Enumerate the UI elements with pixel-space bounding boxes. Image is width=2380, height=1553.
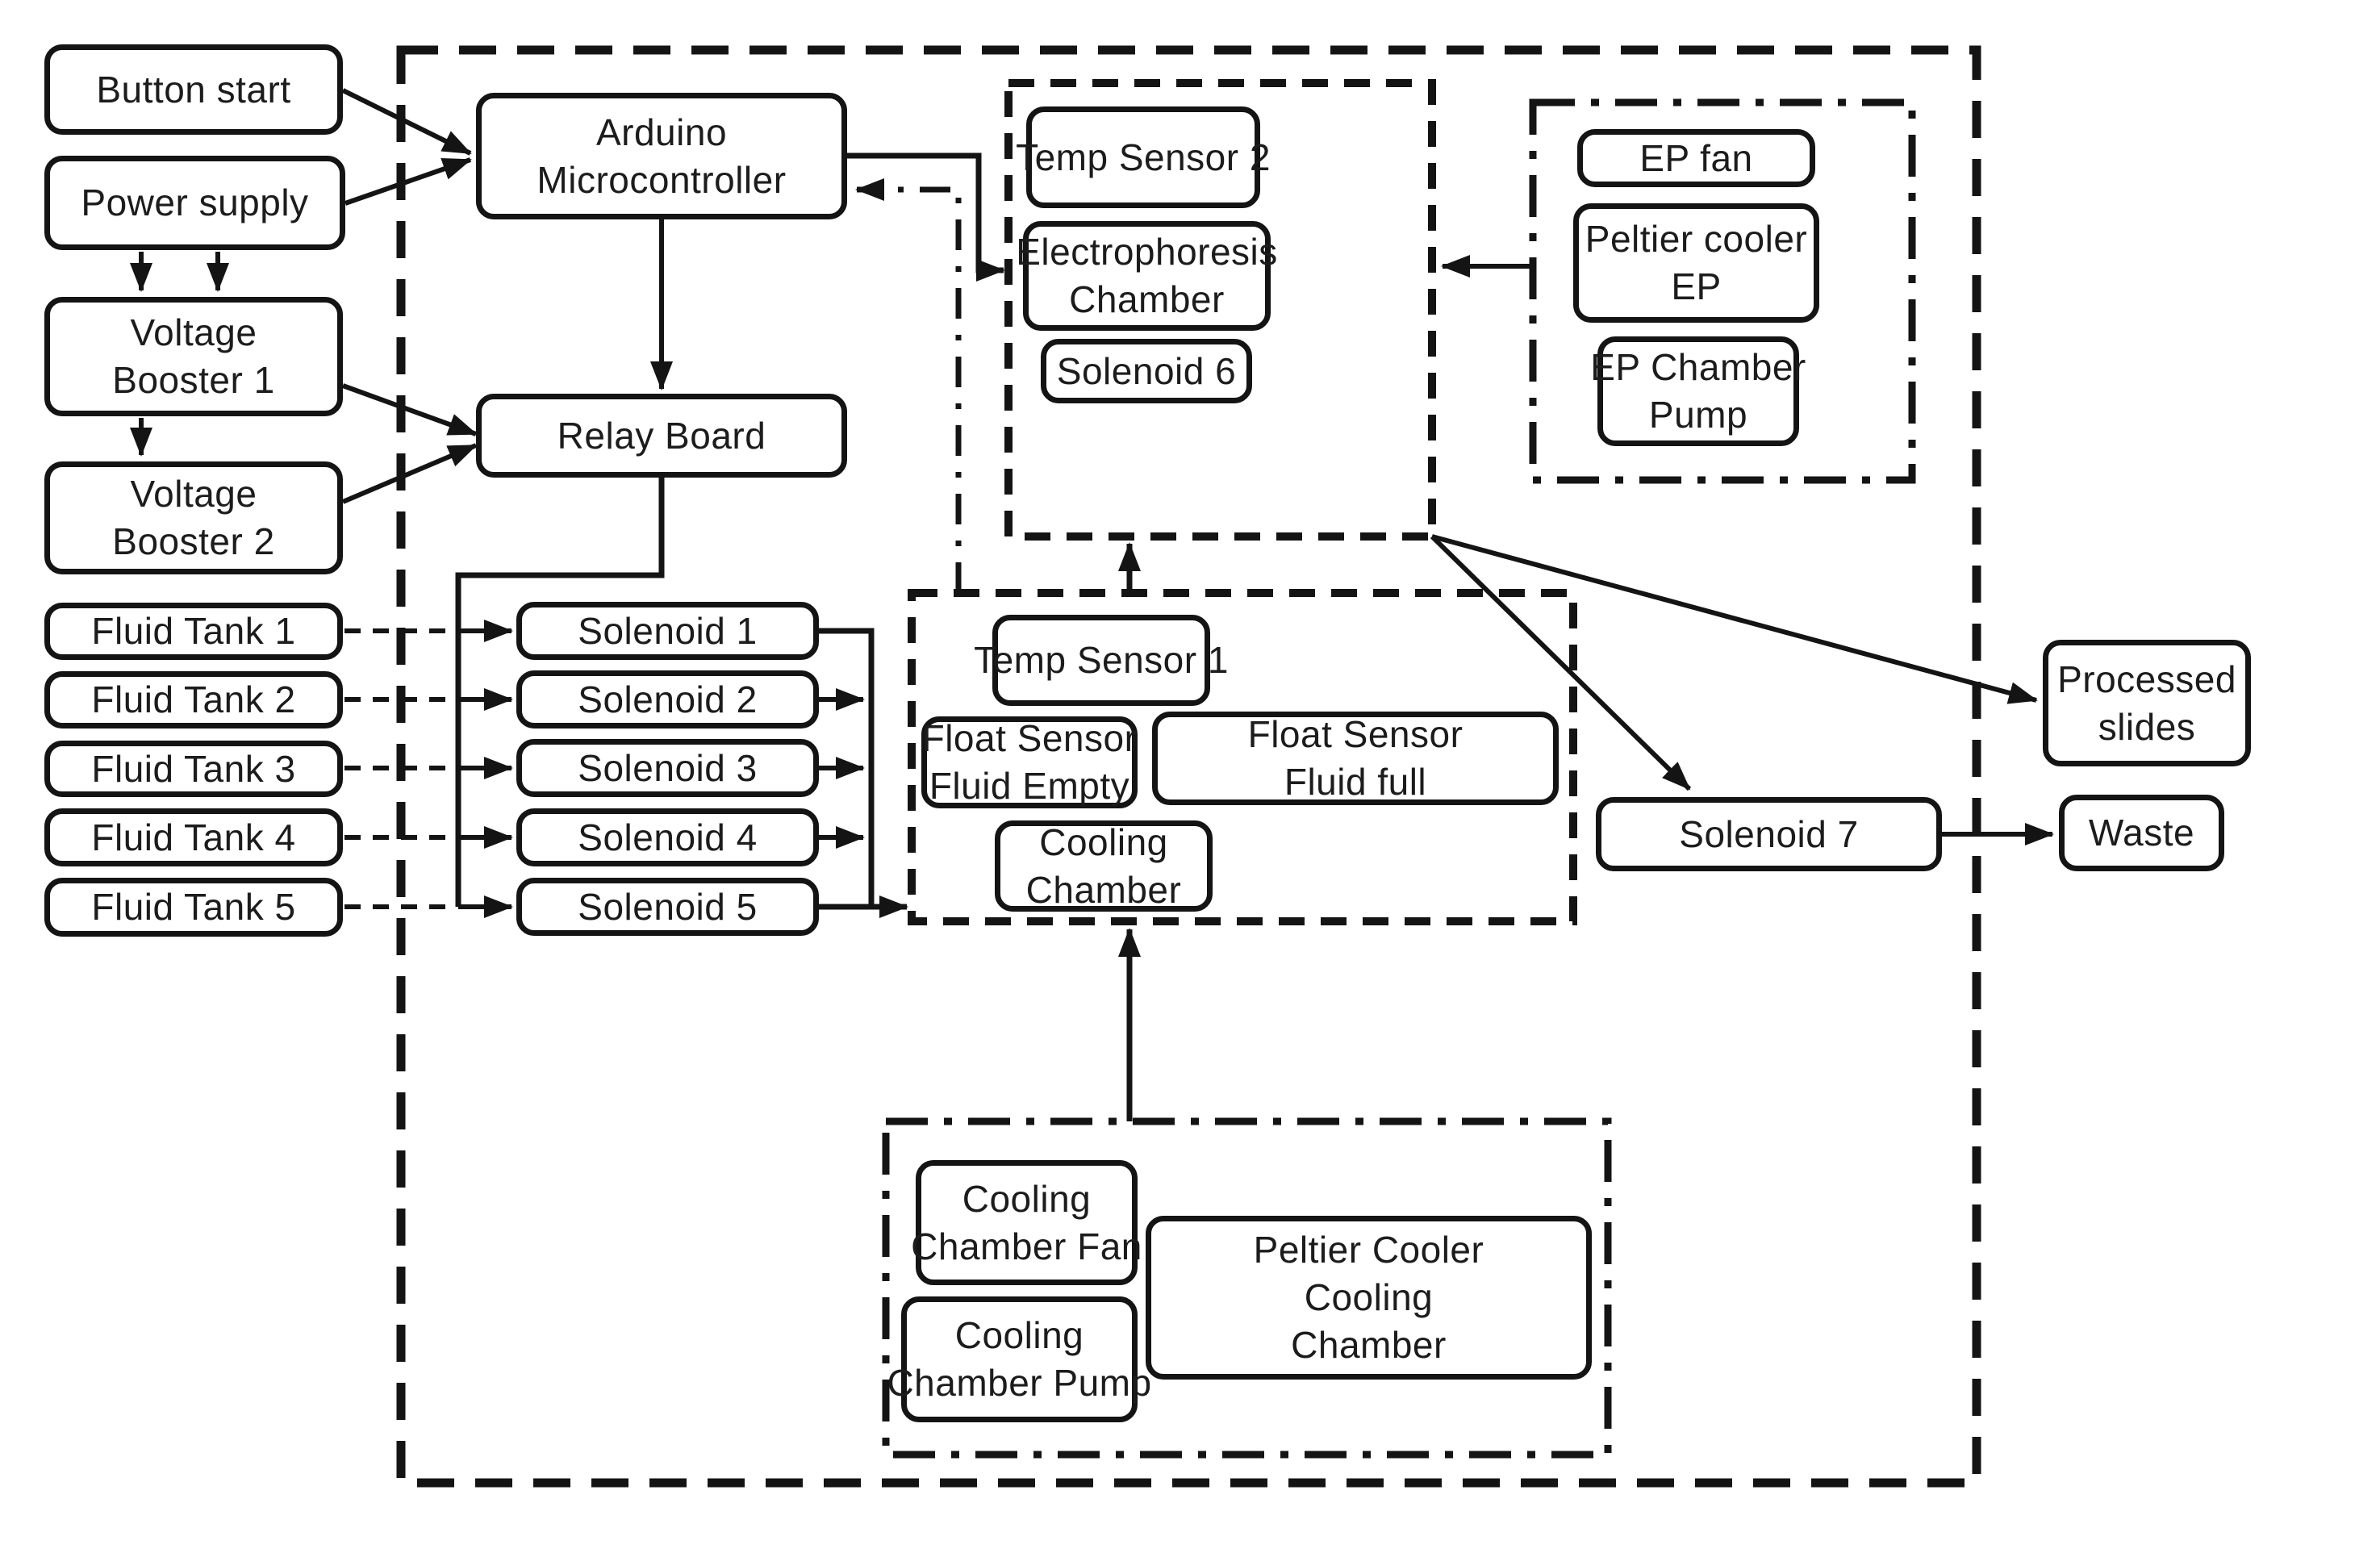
node-label: Electrophoresis — [1016, 231, 1278, 273]
node-label: Solenoid 5 — [578, 885, 758, 928]
node-fluid-tank-2: Fluid Tank 2 — [44, 671, 343, 728]
node-temp-sensor-1: Temp Sensor 1 — [974, 615, 1228, 706]
node-label: Voltage — [130, 473, 257, 516]
node-label: Arduino — [595, 111, 728, 153]
edge-vb2-to-relay — [341, 443, 478, 504]
container-ep-cooling-hardware-group — [1529, 98, 1916, 484]
node-button-start: Button start — [44, 44, 343, 135]
node-label: Solenoid 3 — [578, 746, 758, 789]
node-label: Fluid Tank 5 — [91, 886, 296, 929]
node-label: Float Sensor — [921, 717, 1138, 760]
node-temp-sensor-2: Temp Sensor 2 — [1016, 106, 1270, 208]
node-label: Waste — [2088, 812, 2195, 854]
node-fluid-tank-1: Fluid Tank 1 — [44, 603, 343, 660]
node-label: Processed — [2057, 658, 2236, 700]
node-label: Button start — [96, 68, 291, 111]
edge-relay-solenoid-bus — [455, 478, 665, 907]
node-label: Power supply — [81, 182, 309, 224]
node-label: Fluid Tank 1 — [91, 610, 296, 653]
node-label: Temp Sensor 1 — [974, 639, 1229, 682]
node-ep-fan: EP fan — [1577, 129, 1815, 187]
edge-arduino-to-ep-chamber — [847, 152, 1005, 282]
node-solenoid-4: Solenoid 4 — [516, 808, 819, 866]
container-chamber-cooling-hardware-group — [882, 1117, 1612, 1459]
container-electrophoresis-group — [1004, 79, 1436, 541]
node-label: Cooling — [1304, 1276, 1434, 1319]
edge-power-supply-to-arduino — [344, 157, 472, 206]
node-label: Fluid Tank 4 — [91, 816, 296, 858]
node-solenoid-7: Solenoid 7 — [1596, 797, 1942, 871]
node-label: Cooling — [1039, 820, 1168, 863]
node-label: Booster 2 — [112, 520, 275, 562]
edge-ep-group-to-solenoid-7 — [1430, 534, 1692, 791]
edge-ep-group-to-processed-slides — [1431, 534, 2038, 704]
edge-solenoid-1-output — [819, 628, 875, 907]
node-label: Chamber — [1069, 278, 1225, 320]
node-solenoid-3: Solenoid 3 — [516, 739, 819, 797]
node-power-supply: Power supply — [44, 156, 345, 250]
node-fluid-tank-3: Fluid Tank 3 — [44, 741, 343, 797]
node-label: Temp Sensor 2 — [1016, 136, 1271, 178]
node-label: Relay Board — [557, 414, 766, 457]
node-solenoid-2: Solenoid 2 — [516, 670, 819, 728]
node-label: Chamber Pump — [887, 1362, 1152, 1404]
node-label: Pump — [1648, 394, 1748, 436]
node-label: Chamber — [1025, 868, 1182, 911]
node-label: EP fan — [1639, 136, 1753, 179]
node-label: Solenoid 7 — [1679, 812, 1859, 855]
node-waste: Waste — [2059, 795, 2224, 871]
node-label: EP — [1671, 265, 1722, 307]
node-label: Fluid Tank 2 — [91, 678, 296, 721]
node-label: Cooling — [954, 1314, 1084, 1357]
node-solenoid-1: Solenoid 1 — [516, 602, 819, 660]
node-label: slides — [2098, 705, 2196, 748]
node-fluid-tank-4: Fluid Tank 4 — [44, 808, 343, 866]
node-label: EP Chamber — [1590, 346, 1806, 389]
edge-button-start-to-arduino — [341, 88, 472, 156]
node-solenoid-6: Solenoid 6 — [1041, 339, 1252, 403]
edge-sensors-feedback-to-arduino — [855, 178, 962, 593]
node-label: Float Sensor — [1247, 713, 1463, 756]
node-label: Chamber Fan — [911, 1225, 1142, 1267]
node-fluid-tank-5: Fluid Tank 5 — [44, 878, 343, 937]
node-label: Voltage — [130, 311, 257, 354]
node-label: Cooling — [962, 1177, 1092, 1220]
node-label: Solenoid 2 — [578, 678, 758, 720]
node-label: Solenoid 6 — [1056, 349, 1237, 392]
node-processed-slides: Processed slides — [2043, 640, 2251, 766]
node-label: Solenoid 1 — [578, 609, 758, 652]
node-solenoid-5: Solenoid 5 — [516, 878, 819, 936]
node-relay-board: Relay Board — [476, 394, 847, 478]
node-label: Solenoid 4 — [578, 816, 758, 858]
node-label: Fluid Empty — [929, 765, 1130, 807]
edge-vb1-to-relay — [341, 383, 478, 436]
container-cooling-chamber-group — [908, 589, 1577, 925]
node-label: Peltier cooler — [1585, 218, 1808, 261]
node-label: Fluid full — [1284, 761, 1427, 803]
node-label: Booster 1 — [112, 359, 275, 401]
node-label: Fluid Tank 3 — [91, 747, 296, 790]
node-label: Peltier Cooler — [1253, 1229, 1484, 1271]
node-label: Chamber — [1291, 1323, 1447, 1366]
node-label: Microcontroller — [537, 158, 787, 201]
